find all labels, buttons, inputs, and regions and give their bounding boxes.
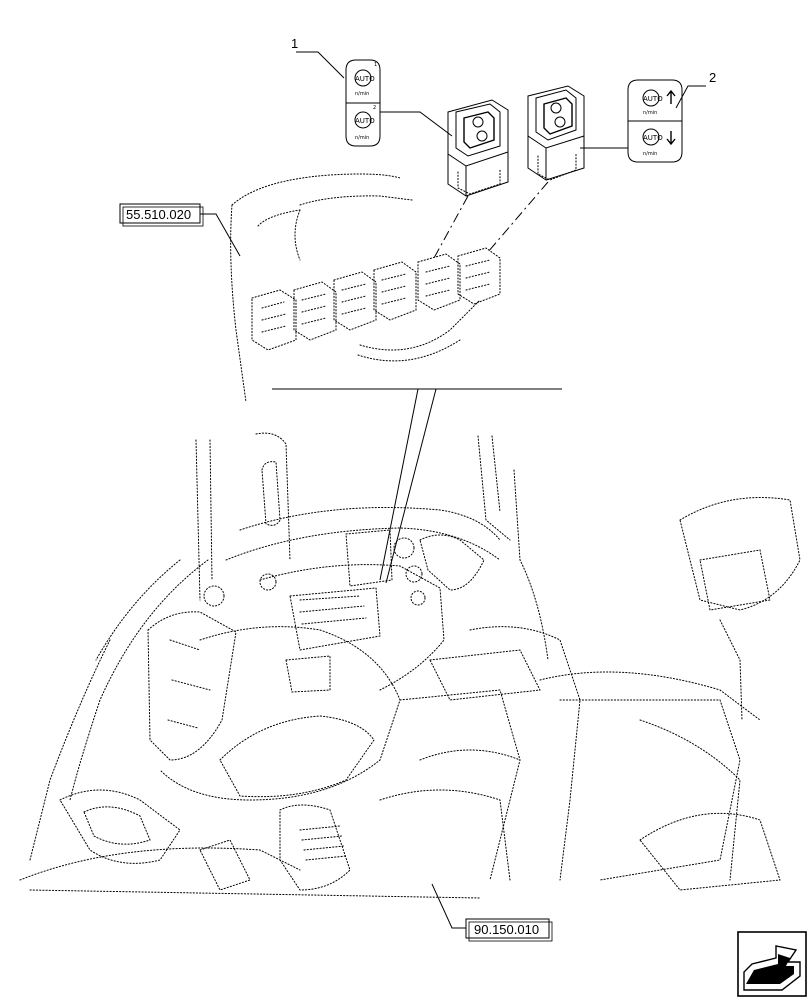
decal-right-top-text: AUTO: [643, 95, 663, 103]
arrow-up-icon: [666, 89, 676, 104]
decal-left-top-text: AUTO: [355, 75, 375, 83]
decal-right: AUTO n/min AUTO n/min: [627, 79, 683, 163]
auto-symbol-bottom-icon: [354, 111, 372, 129]
auto-symbol-top-icon: [354, 69, 372, 87]
switch-2-install-line: [487, 181, 549, 253]
decal-left-top-index: 1: [374, 62, 377, 68]
cab-interior-view: [19, 432, 801, 899]
auto-symbol-down-icon: [642, 128, 660, 146]
connector-5: [417, 253, 461, 311]
decal-left-top-unit: n/min: [355, 91, 369, 97]
connector-1: [251, 289, 297, 351]
callout-1-leader: [296, 51, 345, 79]
arrow-down-icon: [666, 131, 676, 146]
reference-55-leader: [200, 213, 241, 257]
reference-90-150-010[interactable]: 90.150.010: [465, 918, 553, 942]
connector-harness: [230, 173, 501, 403]
decal-left-bottom-unit: n/min: [355, 135, 369, 141]
callout-1-label: 1: [291, 36, 298, 51]
connector-2: [293, 281, 337, 341]
switch-1-install-line: [433, 195, 469, 259]
decal-left: AUTO n/min 1 AUTO n/min 2: [345, 59, 381, 147]
auto-symbol-up-icon: [642, 89, 660, 107]
decal-left-bottom-text: AUTO: [355, 117, 375, 125]
rocker-switch-1: [447, 99, 509, 197]
decal-right-bottom-unit: n/min: [643, 151, 657, 157]
locator-pointer-1: [379, 388, 419, 581]
reference-90-label: 90.150.010: [474, 922, 539, 937]
decal-left-leader: [380, 111, 453, 137]
reference-90-leader: [431, 883, 466, 929]
callout-2-label: 2: [709, 70, 716, 85]
connector-3: [333, 271, 377, 331]
reference-55-label: 55.510.020: [126, 207, 191, 222]
connector-6: [457, 247, 501, 305]
rocker-switch-2: [527, 85, 585, 181]
decal-right-bottom-text: AUTO: [643, 134, 663, 142]
decal-right-top-unit: n/min: [643, 110, 657, 116]
decal-left-bottom-index: 2: [373, 105, 376, 111]
next-page-arrow-icon[interactable]: [737, 931, 807, 997]
callout-2-leader: [675, 85, 706, 109]
locator-pointer-2: [385, 388, 437, 584]
connector-4: [373, 261, 417, 321]
reference-55-510-020[interactable]: 55.510.020: [119, 203, 204, 227]
